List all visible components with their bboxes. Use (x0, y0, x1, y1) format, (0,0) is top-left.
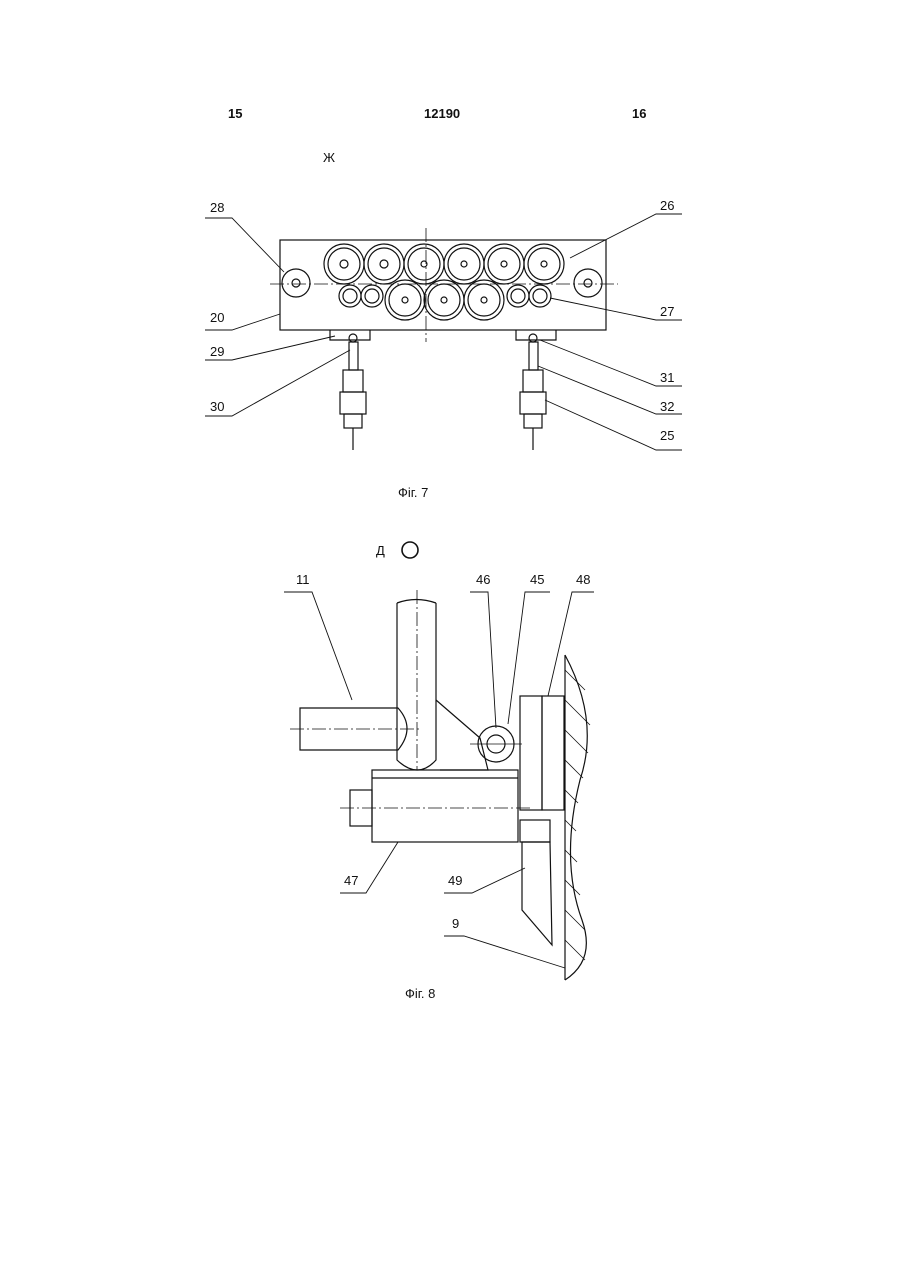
connector-row-bottom (339, 280, 551, 320)
label-31: 31 (660, 370, 674, 385)
stud-right (520, 334, 546, 450)
label-32: 32 (660, 399, 674, 414)
label-29: 29 (210, 344, 224, 359)
label-28: 28 (210, 200, 224, 215)
label-25: 25 (660, 428, 674, 443)
label-26: 26 (660, 198, 674, 213)
label-27: 27 (660, 304, 674, 319)
connector-row-top (324, 244, 564, 284)
stud-left (340, 334, 366, 450)
label-20: 20 (210, 310, 224, 325)
mount-hole-left (282, 269, 310, 297)
mount-hole-right (574, 269, 602, 297)
label-30: 30 (210, 399, 224, 414)
